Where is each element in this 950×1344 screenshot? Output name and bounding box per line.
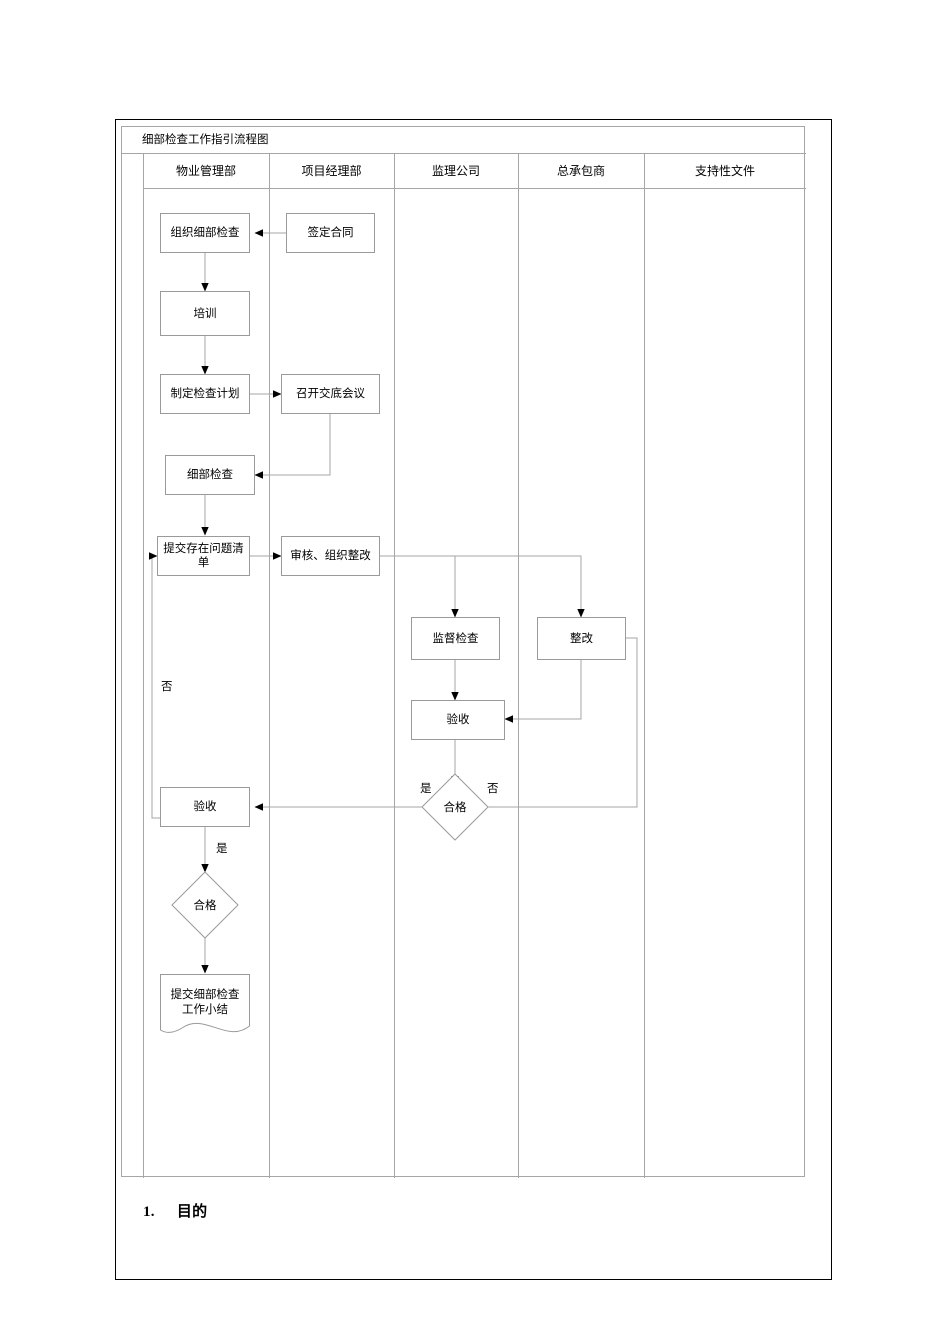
document-shape-icon [160, 974, 250, 1033]
decision-label: 合格 [193, 900, 217, 912]
edge-label-yes-bottom: 是 [216, 843, 228, 855]
diamond-shape-icon [421, 773, 489, 841]
node-decision-qualified-property[interactable]: 合格 [171, 871, 239, 939]
flowchart-title: 细部检查工作指引流程图 [142, 134, 269, 146]
section-heading: 1. 目的 [143, 1200, 207, 1221]
page-border [115, 119, 832, 1280]
lane-divider-project-management [394, 154, 395, 1178]
section-heading-number: 1. [143, 1204, 155, 1220]
lane-header-property-management: 物业管理部 [175, 164, 236, 178]
node-review-organize-rectification[interactable]: 审核、组织整改 [281, 536, 380, 576]
node-organize-detail-inspection[interactable]: 组织细部检查 [160, 213, 250, 253]
node-training[interactable]: 培训 [160, 291, 250, 336]
diamond-shape-icon [171, 871, 239, 939]
node-detail-inspection[interactable]: 细部检查 [165, 455, 255, 495]
document-label: 提交细部检查 工作小结 [170, 989, 240, 1016]
flowchart-table: 细部检查工作指引流程图 物业管理部 项目经理部 监理公司 总承包商 支持性文件 [121, 126, 806, 1178]
node-hold-briefing-meeting[interactable]: 召开交底会议 [281, 374, 380, 414]
node-sign-contract[interactable]: 签定合同 [286, 213, 375, 253]
node-rectification[interactable]: 整改 [537, 617, 626, 660]
edge-label-yes-middle: 是 [420, 783, 432, 795]
lane-header-supporting-documents: 支持性文件 [694, 164, 755, 178]
node-decision-qualified-supervision[interactable]: 合格 [421, 773, 489, 841]
node-supervision-inspection[interactable]: 监督检查 [411, 617, 500, 660]
lane-divider-general-contractor [644, 154, 645, 1178]
lane-divider-supervision-company [518, 154, 519, 1178]
flowchart-title-row: 细部检查工作指引流程图 [122, 127, 806, 154]
lane-header-supervision-company: 监理公司 [431, 164, 480, 178]
lane-divider-gutter [143, 154, 144, 1178]
lane-header-general-contractor: 总承包商 [556, 164, 605, 178]
edge-label-no-middle: 否 [487, 783, 499, 795]
header-row-divider [143, 188, 806, 189]
lane-divider-property-management [269, 154, 270, 1178]
node-acceptance-property[interactable]: 验收 [160, 787, 250, 827]
section-heading-text: 目的 [176, 1204, 208, 1220]
node-submit-inspection-summary-document[interactable]: 提交细部检查 工作小结 [160, 974, 250, 1037]
lane-header-project-management: 项目经理部 [301, 164, 362, 178]
edge-label-no-left: 否 [161, 681, 173, 693]
decision-label: 合格 [443, 802, 467, 814]
node-submit-problem-list[interactable]: 提交存在问题清单 [157, 536, 250, 576]
node-make-inspection-plan[interactable]: 制定检查计划 [160, 374, 250, 414]
node-acceptance-supervision[interactable]: 验收 [411, 700, 505, 740]
